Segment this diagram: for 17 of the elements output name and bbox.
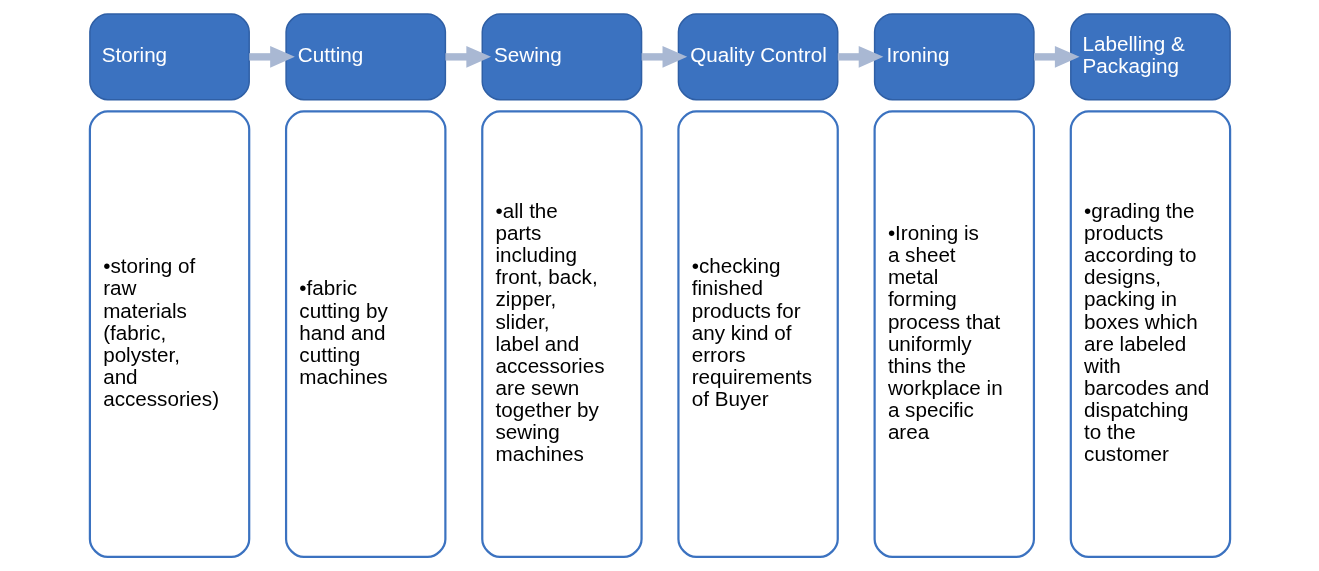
node-box: •grading the products according to designs, packing in boxes which are labeled with barcodes and dispatching to the customer — [1069, 110, 1231, 558]
node-box: Labelling & Packaging — [1069, 13, 1231, 101]
arrow — [444, 46, 491, 68]
node-box: •all the parts including front, back, zipper, slider, label and accessories are sewn together by sewing machines — [480, 110, 643, 558]
node-box: •fabric cutting by hand and cutting machines — [284, 110, 446, 558]
arrow — [1033, 46, 1080, 68]
node-box: •Ironing is a sheet metal forming process that uniformly thins the workplace in a specific area — [873, 110, 1035, 558]
node-box: Cutting — [284, 13, 446, 101]
node-box: •storing of raw materials (fabric, polyster, and accessories) — [88, 110, 250, 558]
node-box: •checking finished products for any kind of errors requirements of Buyer — [676, 110, 839, 558]
node-box: Storing — [88, 13, 250, 101]
node-box: Sewing — [481, 13, 642, 101]
arrow — [837, 46, 883, 68]
arrow — [248, 46, 295, 68]
node-box: Ironing — [873, 13, 1035, 101]
arrow — [641, 46, 687, 68]
node-box: Quality Control — [677, 13, 838, 101]
